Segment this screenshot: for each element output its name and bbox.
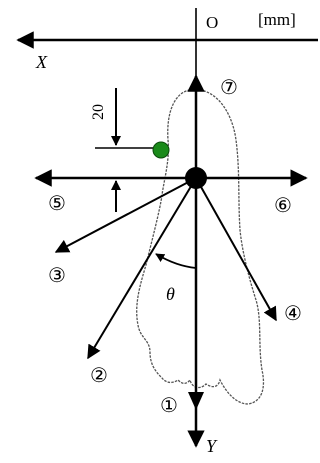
green-marker xyxy=(152,141,170,159)
x-axis-label: X xyxy=(35,52,48,72)
direction-3-arrow xyxy=(54,177,197,253)
direction-2-arrow xyxy=(87,177,197,360)
direction-label-1: ① xyxy=(160,393,178,417)
direction-label-4: ④ xyxy=(284,301,302,325)
direction-label-6: ⑥ xyxy=(274,193,292,217)
direction-4-arrow xyxy=(195,177,277,322)
origin-marker xyxy=(185,167,207,189)
direction-1-arrowhead xyxy=(188,392,204,410)
dimension-label: 20 xyxy=(90,104,107,120)
theta-label: θ xyxy=(166,284,175,304)
foot-outline xyxy=(136,88,265,405)
y-axis-label: Y xyxy=(206,436,218,456)
direction-label-5: ⑤ xyxy=(48,191,66,215)
direction-label-3: ③ xyxy=(48,263,66,287)
origin-label: O xyxy=(206,13,218,32)
theta-arc xyxy=(155,253,197,269)
direction-label-7: ⑦ xyxy=(220,75,238,99)
direction-label-2: ② xyxy=(90,363,108,387)
units-label: [mm] xyxy=(258,10,296,29)
